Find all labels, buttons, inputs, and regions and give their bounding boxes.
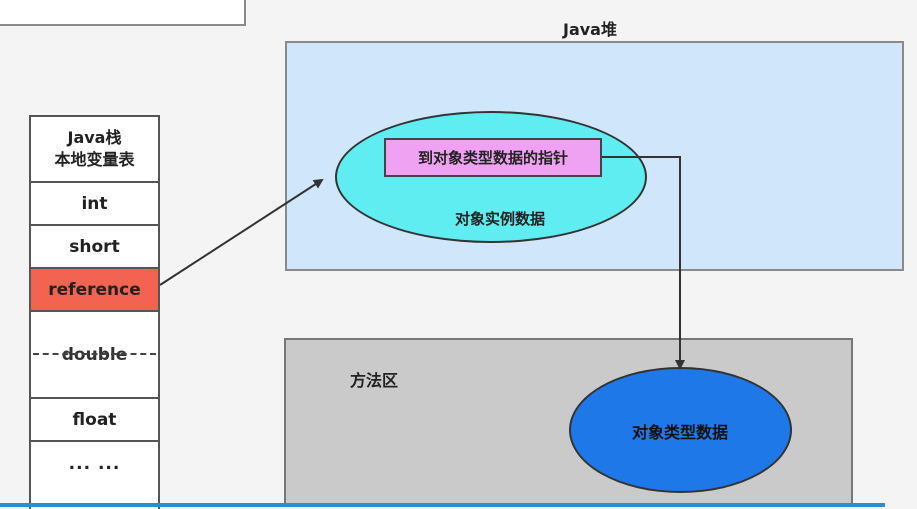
stack-subtitle: 本地变量表 <box>54 150 135 169</box>
method-area-title: 方法区 <box>350 371 399 390</box>
bottom-progress-bar <box>0 503 885 507</box>
type-data-ellipse <box>569 367 792 493</box>
stack-row-int: int <box>31 183 158 226</box>
stack-title: Java栈 <box>67 128 122 147</box>
stack-row-short: short <box>31 226 158 269</box>
instance-data-label: 对象实例数据 <box>454 210 545 228</box>
instance-data-ellipse <box>335 111 647 243</box>
stack-row-reference: reference <box>31 269 158 312</box>
stack-header: Java栈 本地变量表 <box>31 117 158 183</box>
stack-row-double: double <box>31 312 158 399</box>
stack-row-float: float <box>31 399 158 442</box>
type-data-label: 对象类型数据 <box>631 423 728 442</box>
type-pointer-box: 到对象类型数据的指针 <box>384 138 602 177</box>
double-slot-divider <box>33 353 156 355</box>
stack-row-more: ... ... <box>68 453 121 474</box>
heap-title: Java堆 <box>563 20 617 39</box>
java-stack-table: Java栈 本地变量表 int short reference double f… <box>29 115 160 509</box>
partial-box <box>0 0 246 26</box>
